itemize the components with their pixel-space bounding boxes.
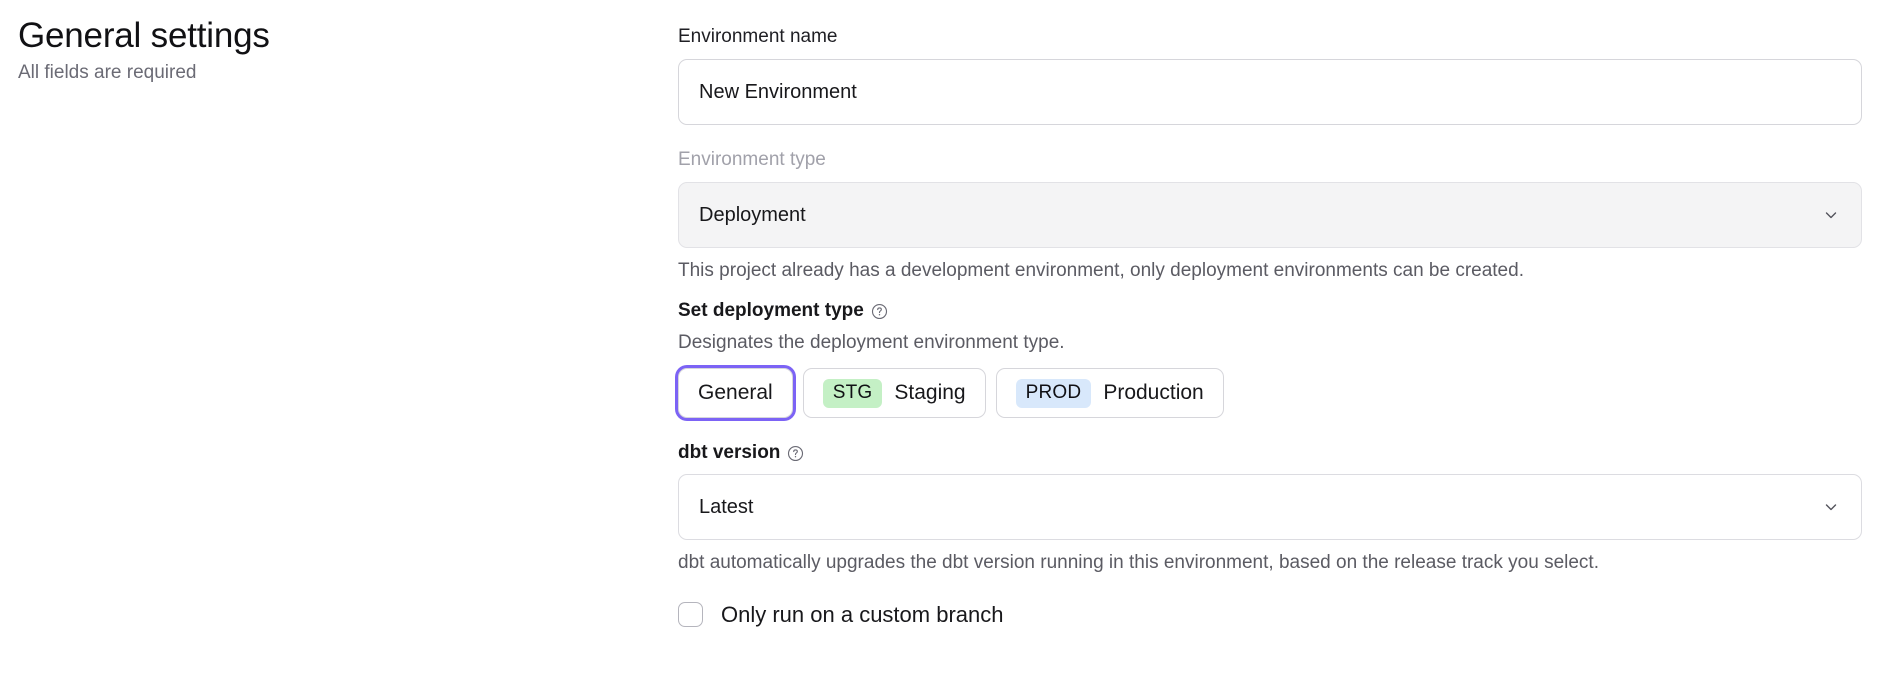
- settings-header: General settings All fields are required: [18, 14, 638, 86]
- deployment-type-option-production[interactable]: PROD Production: [995, 368, 1224, 418]
- chevron-down-icon: [1823, 499, 1839, 515]
- deployment-type-option-staging-label: Staging: [894, 381, 966, 404]
- deployment-type-label-row: Set deployment type: [678, 298, 1862, 324]
- deployment-type-option-staging[interactable]: STG Staging: [802, 368, 986, 418]
- environment-type-helper-text: This project already has a development e…: [678, 260, 1524, 281]
- chevron-down-icon: [1823, 207, 1839, 223]
- deployment-type-label: Set deployment type: [678, 300, 864, 321]
- staging-badge: STG: [822, 378, 883, 408]
- deployment-type-option-general[interactable]: General: [678, 368, 793, 418]
- dbt-version-value: Latest: [699, 496, 754, 518]
- deployment-type-description: Designates the deployment environment ty…: [678, 332, 1065, 353]
- production-badge: PROD: [1015, 378, 1092, 408]
- dbt-version-label: dbt version: [678, 442, 781, 463]
- deployment-type-option-production-label: Production: [1103, 381, 1204, 404]
- environment-type-select[interactable]: Deployment: [678, 182, 1862, 248]
- deployment-type-options: General STG Staging PROD Production: [678, 368, 1862, 418]
- environment-name-input[interactable]: [678, 59, 1862, 125]
- help-circle-icon[interactable]: [787, 445, 804, 462]
- custom-branch-row[interactable]: Only run on a custom branch: [678, 602, 1862, 627]
- custom-branch-checkbox[interactable]: [678, 602, 703, 627]
- dbt-version-select[interactable]: Latest: [678, 474, 1862, 540]
- environment-name-field: Environment name: [678, 24, 1862, 125]
- settings-form: Environment name Environment type Deploy…: [678, 24, 1862, 627]
- dbt-version-field: dbt version Latest dbt automatica: [678, 440, 1862, 576]
- help-circle-icon[interactable]: [871, 303, 888, 320]
- environment-name-label: Environment name: [678, 26, 838, 47]
- deployment-type-option-general-label: General: [698, 381, 773, 404]
- page-title: General settings: [18, 16, 270, 55]
- page-subtitle: All fields are required: [18, 62, 197, 83]
- dbt-version-helper-text: dbt automatically upgrades the dbt versi…: [678, 552, 1599, 573]
- custom-branch-label: Only run on a custom branch: [721, 601, 1004, 627]
- environment-type-value: Deployment: [699, 204, 806, 226]
- deployment-type-field: Set deployment type Designates the deplo…: [678, 298, 1862, 418]
- environment-type-label: Environment type: [678, 149, 826, 170]
- dbt-version-label-row: dbt version: [678, 440, 1862, 466]
- environment-type-field: Environment type Deployment This project…: [678, 147, 1862, 284]
